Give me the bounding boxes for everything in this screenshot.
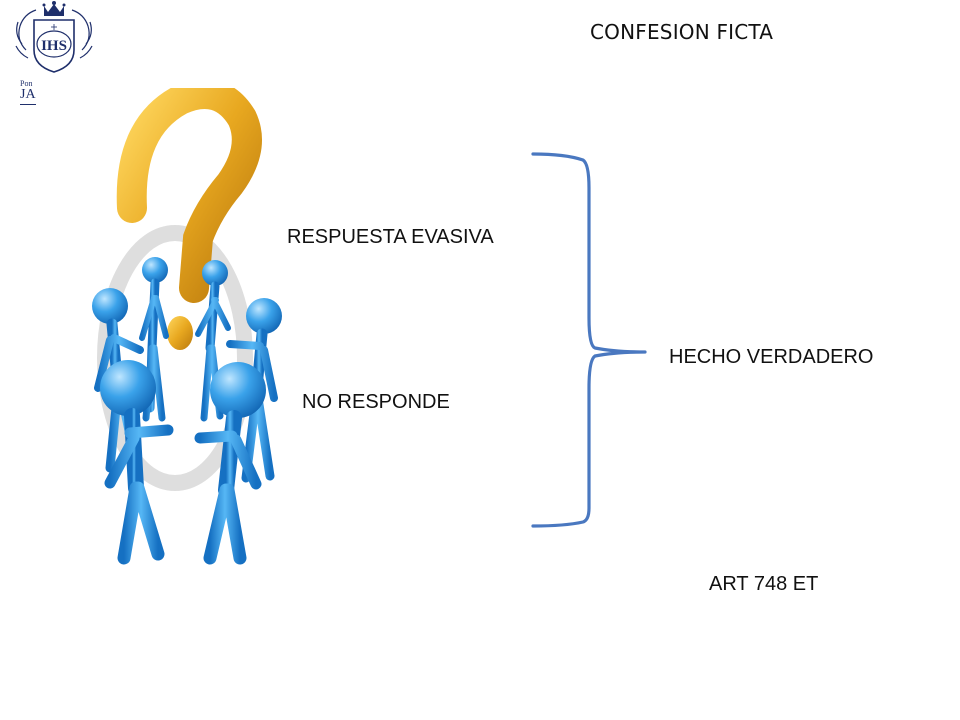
crest-icon: IHS — [15, 1, 93, 73]
crest-lettering: Pon JA — [20, 80, 36, 105]
university-crest-logo: IHS Pon JA — [6, 0, 102, 118]
true-fact-label: HECHO VERDADERO — [669, 346, 874, 368]
question-mark-figures-illustration — [70, 79, 300, 578]
curly-brace-icon — [531, 152, 647, 528]
question-mark-figures-icon — [92, 79, 282, 565]
no-answer-label: NO RESPONDE — [302, 391, 450, 413]
evasive-answer-label: RESPUESTA EVASIVA — [287, 226, 494, 248]
crest-lettering-big: JA — [20, 88, 36, 105]
slide-title: CONFESION FICTA — [590, 20, 774, 44]
crest-monogram: IHS — [41, 38, 67, 54]
crest-lettering-small: Pon — [20, 79, 33, 88]
article-reference: ART 748 ET — [709, 573, 819, 595]
curly-brace-connector — [525, 148, 675, 533]
